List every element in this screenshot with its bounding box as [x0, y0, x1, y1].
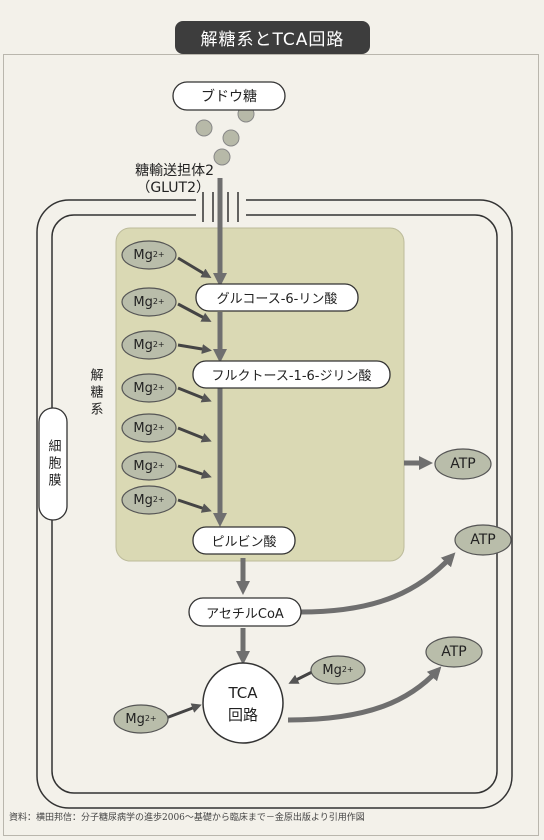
g6p-label: グルコース-6-リン酸	[216, 292, 338, 307]
atp-arrow-tca	[287, 666, 442, 723]
tca-circle	[202, 662, 284, 744]
transporter-label: 糖輸送担体2	[135, 163, 214, 179]
tca-label-sub: 回路	[227, 705, 258, 724]
glucose-molecule	[222, 129, 240, 147]
glycolysis-label: 解糖系	[87, 367, 103, 419]
page-title: 解糖系とTCA回路	[175, 21, 370, 54]
transporter-label-sub: （GLUT2）	[136, 180, 210, 196]
tca-label: TCA	[228, 684, 258, 702]
atp-arrow-acetylcoa	[299, 552, 456, 615]
glucose-box	[172, 81, 286, 111]
glucose-molecule	[195, 119, 213, 137]
page-border	[3, 54, 539, 836]
atp-label: ATP	[470, 532, 496, 548]
cell-membrane-outer	[36, 199, 513, 809]
pyruvate-box	[192, 526, 296, 555]
pyruvate-label: ピルビン酸	[211, 535, 277, 550]
membrane-label: 細胞膜	[45, 438, 61, 490]
membrane-label-box	[38, 407, 68, 521]
glucose-label: ブドウ糖	[201, 89, 257, 105]
fbp-box	[192, 360, 391, 389]
atp-label: ATP	[450, 456, 476, 472]
atp-label: ATP	[441, 644, 467, 660]
source-footnote: 資料：横田邦信：分子糖尿病学の進歩2006～基礎から臨床まで－金原出版より引用作…	[9, 813, 365, 823]
acetylcoa-box	[188, 597, 302, 627]
g6p-box	[195, 283, 359, 312]
glucose-molecule	[213, 148, 231, 166]
acetylcoa-label: アセチルCoA	[206, 606, 284, 622]
fbp-label: フルクトース-1-6-ジリン酸	[211, 369, 372, 384]
